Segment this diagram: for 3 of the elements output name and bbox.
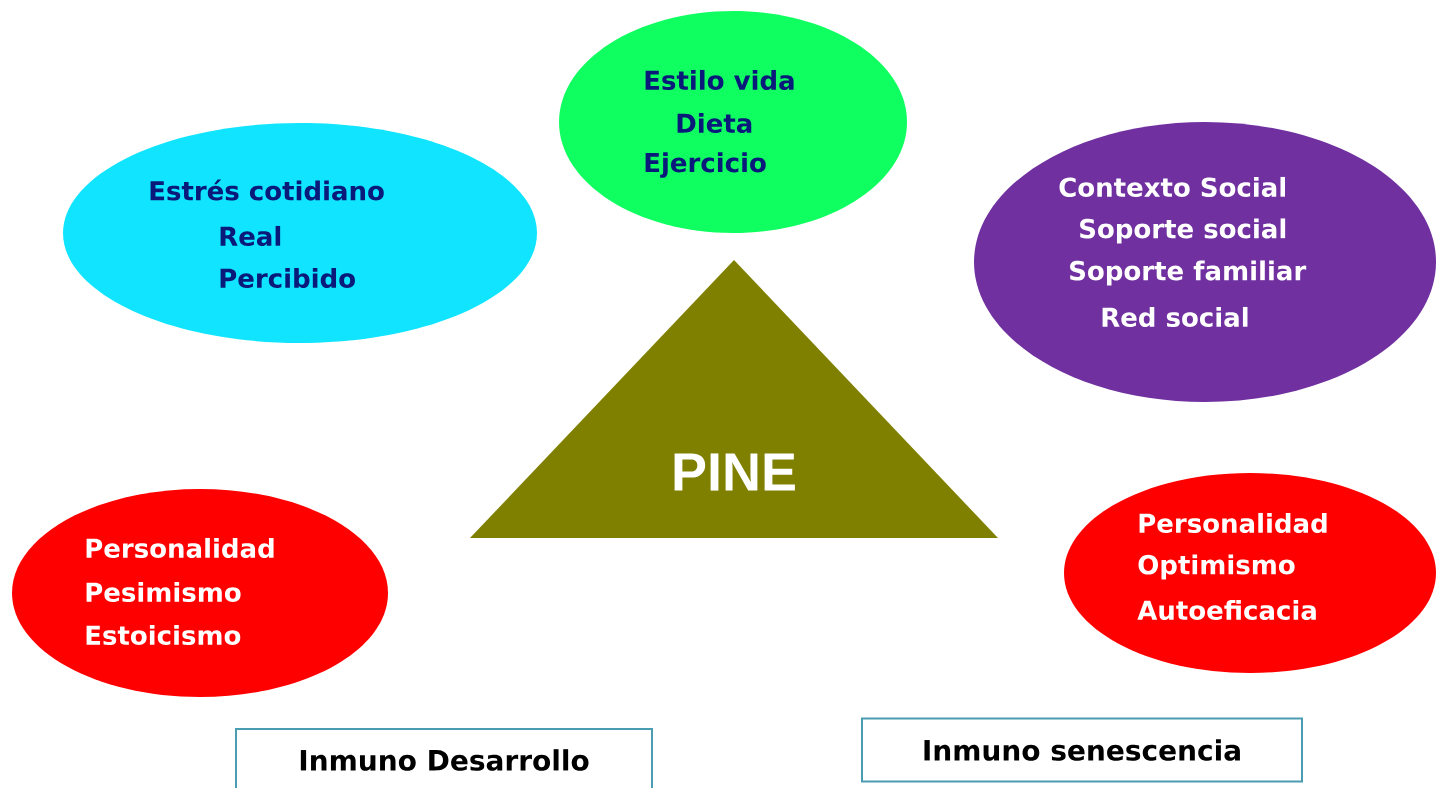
pine-triangle: PINE	[470, 260, 998, 538]
label-box: Inmuno Desarrollo	[235, 728, 653, 788]
label-box: Inmuno senescencia	[861, 717, 1303, 783]
